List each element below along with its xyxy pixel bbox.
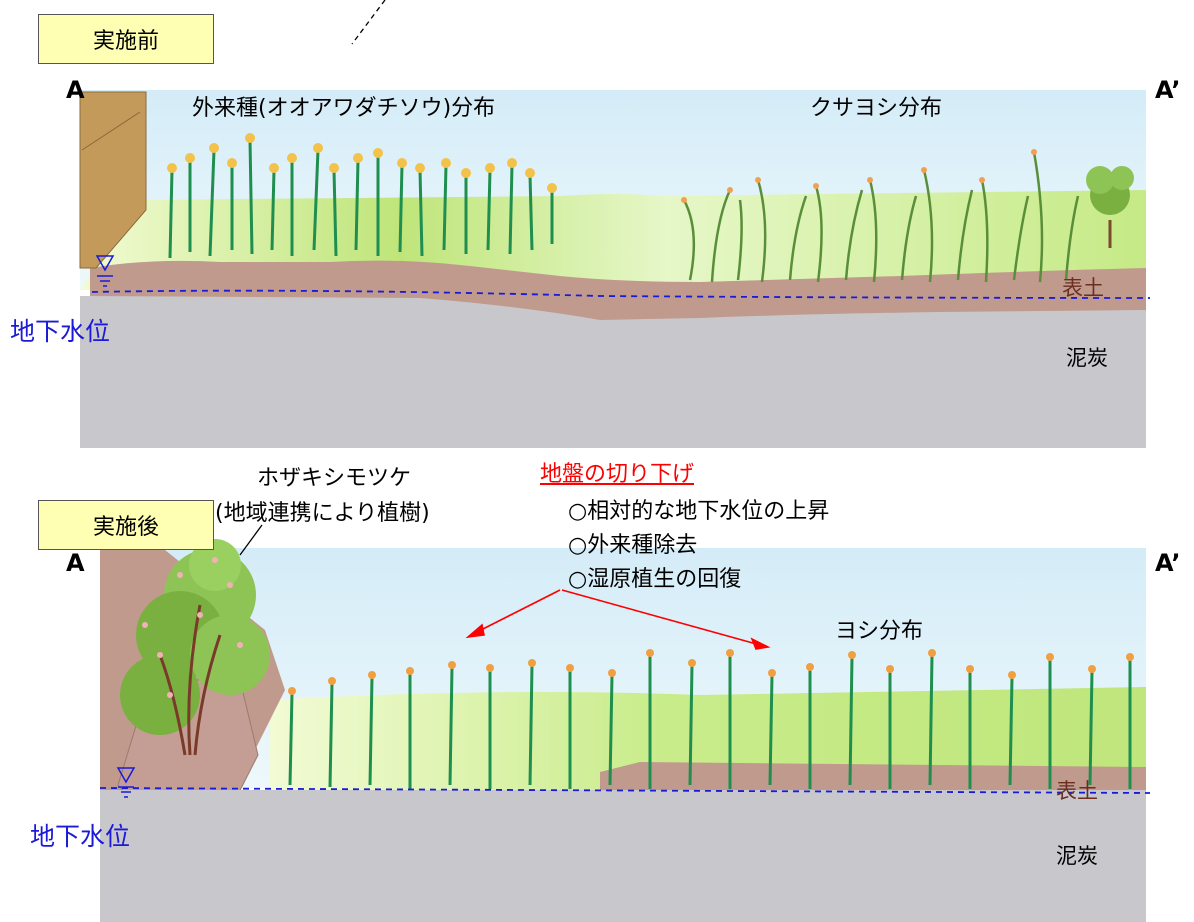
after-cross-section [99,524,1151,922]
topsoil-label: 表土 [1062,276,1104,300]
peat-layer [100,790,1146,922]
shrub-name-label: ホザキシモツケ [257,466,412,491]
invasive-distribution-label: 外来種(オオアワダチソウ)分布 [192,96,496,121]
reed-canary-cluster [682,151,1080,283]
reed-plumes [288,649,1134,695]
shrub-leader-line [239,524,263,556]
reed-canary-tips [681,149,1037,203]
corner-a-prime: A’ [1155,549,1181,577]
leader-line [351,0,386,45]
peat-label: 泥炭 [1066,346,1108,370]
shrub-note-label: (地域連携により植樹) [215,501,430,526]
action-title: 地盤の切り下げ [540,462,695,487]
bullet-invasive-removal: ○外来種除去 [568,533,698,558]
corner-a: A [66,76,85,104]
goldenrod-cluster [168,139,554,259]
water-table-icon [116,767,136,798]
after-badge: 実施後 [38,500,214,550]
goldenrod-flowers [167,133,557,193]
bullet-wetland-recovery: ○湿原植生の回復 [568,567,742,592]
peat-layer [80,296,1146,448]
groundwater-label: 地下水位 [30,822,131,851]
reed-distribution-label: ヨシ分布 [835,619,924,644]
corner-a: A [66,549,85,577]
embankment [79,91,147,269]
spiraea-flowers [142,557,243,698]
reed-cluster [288,654,1132,789]
after-panel: 実施後 A A’ ホザキシモツケ (地域連携により植樹) 地盤の切り下げ ○相対… [0,455,1194,922]
topsoil-label: 表土 [1056,779,1098,803]
before-panel: 実施前 A A’ 外来種(オオアワダチソウ)分布 クサヨシ分布 表土 泥炭 地下… [0,0,1194,455]
corner-a-prime: A’ [1155,76,1181,104]
red-arrows [465,589,771,650]
topsoil-layer [90,260,1146,322]
water-table-icon [95,255,115,287]
before-badge: 実施前 [38,14,214,64]
reed-canary-distribution-label: クサヨシ分布 [810,96,943,121]
peat-label: 泥炭 [1056,844,1098,868]
before-cross-section [79,0,1151,448]
bullet-groundwater-rise: ○相対的な地下水位の上昇 [568,499,830,524]
groundwater-label: 地下水位 [10,317,111,346]
groundwater-line [91,289,1151,299]
small-shrub [1086,166,1134,248]
